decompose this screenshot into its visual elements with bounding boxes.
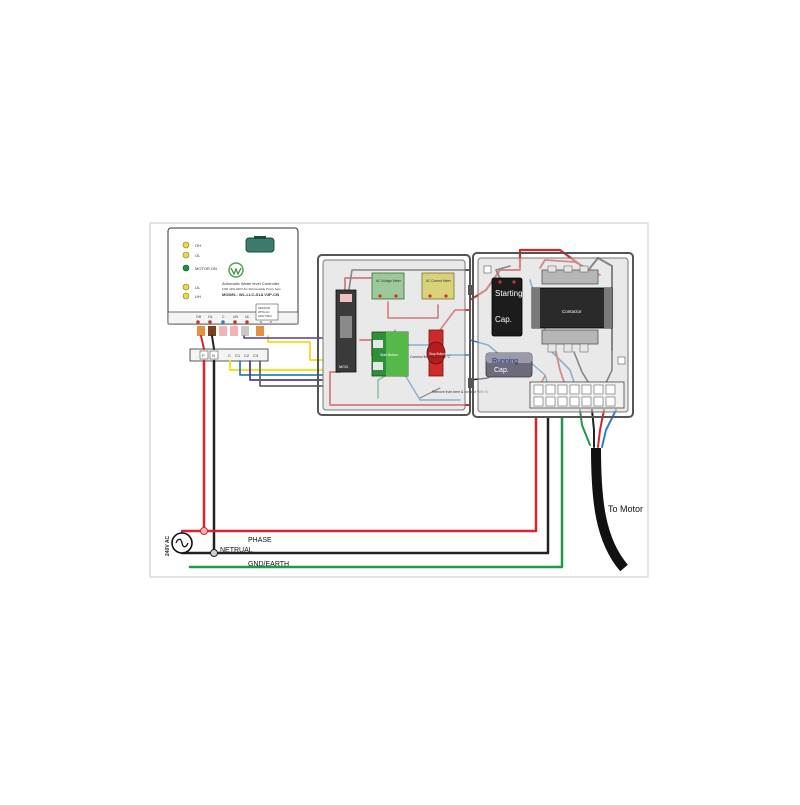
mcb: MCB — [335, 289, 357, 373]
led-uh-label: UH — [195, 294, 201, 299]
terminal-label-ul: UL — [245, 315, 250, 319]
led-ol-label: OL — [195, 253, 201, 258]
neutral-junction — [210, 549, 218, 557]
led-oh-label: OH — [195, 243, 201, 248]
left-enclosure: AC Voltage Meter AC Current Meter MCB St… — [317, 254, 489, 416]
running-cap-label-1: Running — [492, 358, 518, 365]
mcb-label: MCB — [339, 364, 348, 369]
contactor: Contactor — [531, 265, 613, 353]
input-terminal-c3: C3 — [253, 353, 259, 358]
current-meter-label: AC Current Meter — [426, 279, 452, 283]
terminal-label-oh: OH — [196, 315, 202, 319]
right-enclosure: Starting Cap. Contactor Running Cap. — [472, 252, 634, 418]
input-terminal-c1: C1 — [235, 353, 241, 358]
sensor-note-box — [255, 303, 279, 321]
terminal-label-uh: UH — [233, 315, 239, 319]
stop-button: Stop Button — [426, 329, 446, 377]
ac-supply: 240V AC PHASE NETRUAL GND/EARTH — [165, 527, 289, 568]
phase-label: PHASE — [248, 537, 272, 544]
diagram-frame — [149, 222, 649, 578]
starting-cap-label-1: Starting — [495, 289, 523, 298]
connector-pads — [197, 326, 264, 336]
terminal-c — [221, 320, 225, 324]
neutral-label: NETRUAL — [220, 547, 253, 554]
running-cap-label-2: Cap. — [494, 367, 509, 374]
sensor-note-1: SENSOR — [258, 306, 270, 310]
output-terminal-block — [529, 381, 625, 409]
voltage-meter-label: AC Voltage Meter — [376, 279, 402, 283]
starting-capacitor: Starting Cap. — [491, 277, 523, 337]
input-terminal-n: N — [212, 353, 215, 358]
input-terminal-block: P N C C1 C2 C3 — [189, 348, 269, 362]
note-connect-n: Remove from here & connect With 'N' — [432, 390, 489, 394]
stop-button-label: Stop Button — [429, 352, 446, 356]
terminal-label-ol: OL — [208, 315, 213, 319]
controller-title: Automatic Water level Controller — [222, 281, 280, 286]
sensor-note-2: WITH AC — [258, 310, 270, 314]
led-oh — [182, 241, 190, 249]
note-connect-c: Connect this point From 'C' — [410, 355, 451, 359]
terminal-ol — [208, 320, 212, 324]
neutral-line — [180, 416, 550, 555]
brand-logo — [228, 262, 244, 278]
earth-label: GND/EARTH — [248, 561, 289, 568]
supply-voltage-label: 240V AC — [165, 536, 171, 556]
led-uh — [182, 292, 190, 300]
led-ul-label: UL — [195, 285, 201, 290]
terminal-label-c: C — [222, 315, 225, 319]
hinge-bottom — [468, 378, 473, 388]
led-ul — [182, 283, 190, 291]
input-terminal-c2: C2 — [244, 353, 250, 358]
terminal-ul — [245, 320, 249, 324]
ac-current-meter: AC Current Meter — [421, 272, 455, 300]
controller-model: MODEL: WL-LLC-S1A V3P-CB — [222, 292, 279, 297]
earth-line — [188, 416, 564, 569]
controller-display — [245, 236, 275, 253]
terminal-oh — [196, 320, 200, 324]
sensor-pin-p: P — [270, 320, 272, 324]
input-terminal-c: C — [228, 353, 231, 358]
phase-line — [180, 416, 538, 533]
led-ol — [182, 251, 190, 259]
sensor-pin-n: N — [260, 320, 262, 324]
input-terminal-p: P — [202, 353, 205, 358]
led-motor-on-label: MOTOR ON — [195, 266, 217, 271]
contactor-label: Contactor — [562, 309, 582, 314]
start-stop-button: Start Button — [371, 331, 409, 377]
motor-cable: To Motor — [591, 447, 643, 572]
led-motor-on — [182, 264, 190, 272]
ac-voltage-meter: AC Voltage Meter — [371, 272, 405, 300]
controller-subtitle: FOR 1PH 240V AC Submersible Pump Sets — [222, 287, 281, 291]
hinge-top — [468, 285, 473, 295]
sensor-note-3: 240V 50Hz — [258, 314, 272, 318]
water-level-controller: OH OL MOTOR ON UL UH Automatic Water lev… — [167, 227, 299, 325]
terminal-uh — [233, 320, 237, 324]
start-button-label: Start Button — [380, 353, 398, 357]
running-capacitor: Running Cap. — [485, 352, 533, 378]
to-motor-label: To Motor — [608, 504, 643, 514]
starting-cap-label-2: Cap. — [495, 315, 512, 324]
phase-junction — [200, 527, 208, 535]
